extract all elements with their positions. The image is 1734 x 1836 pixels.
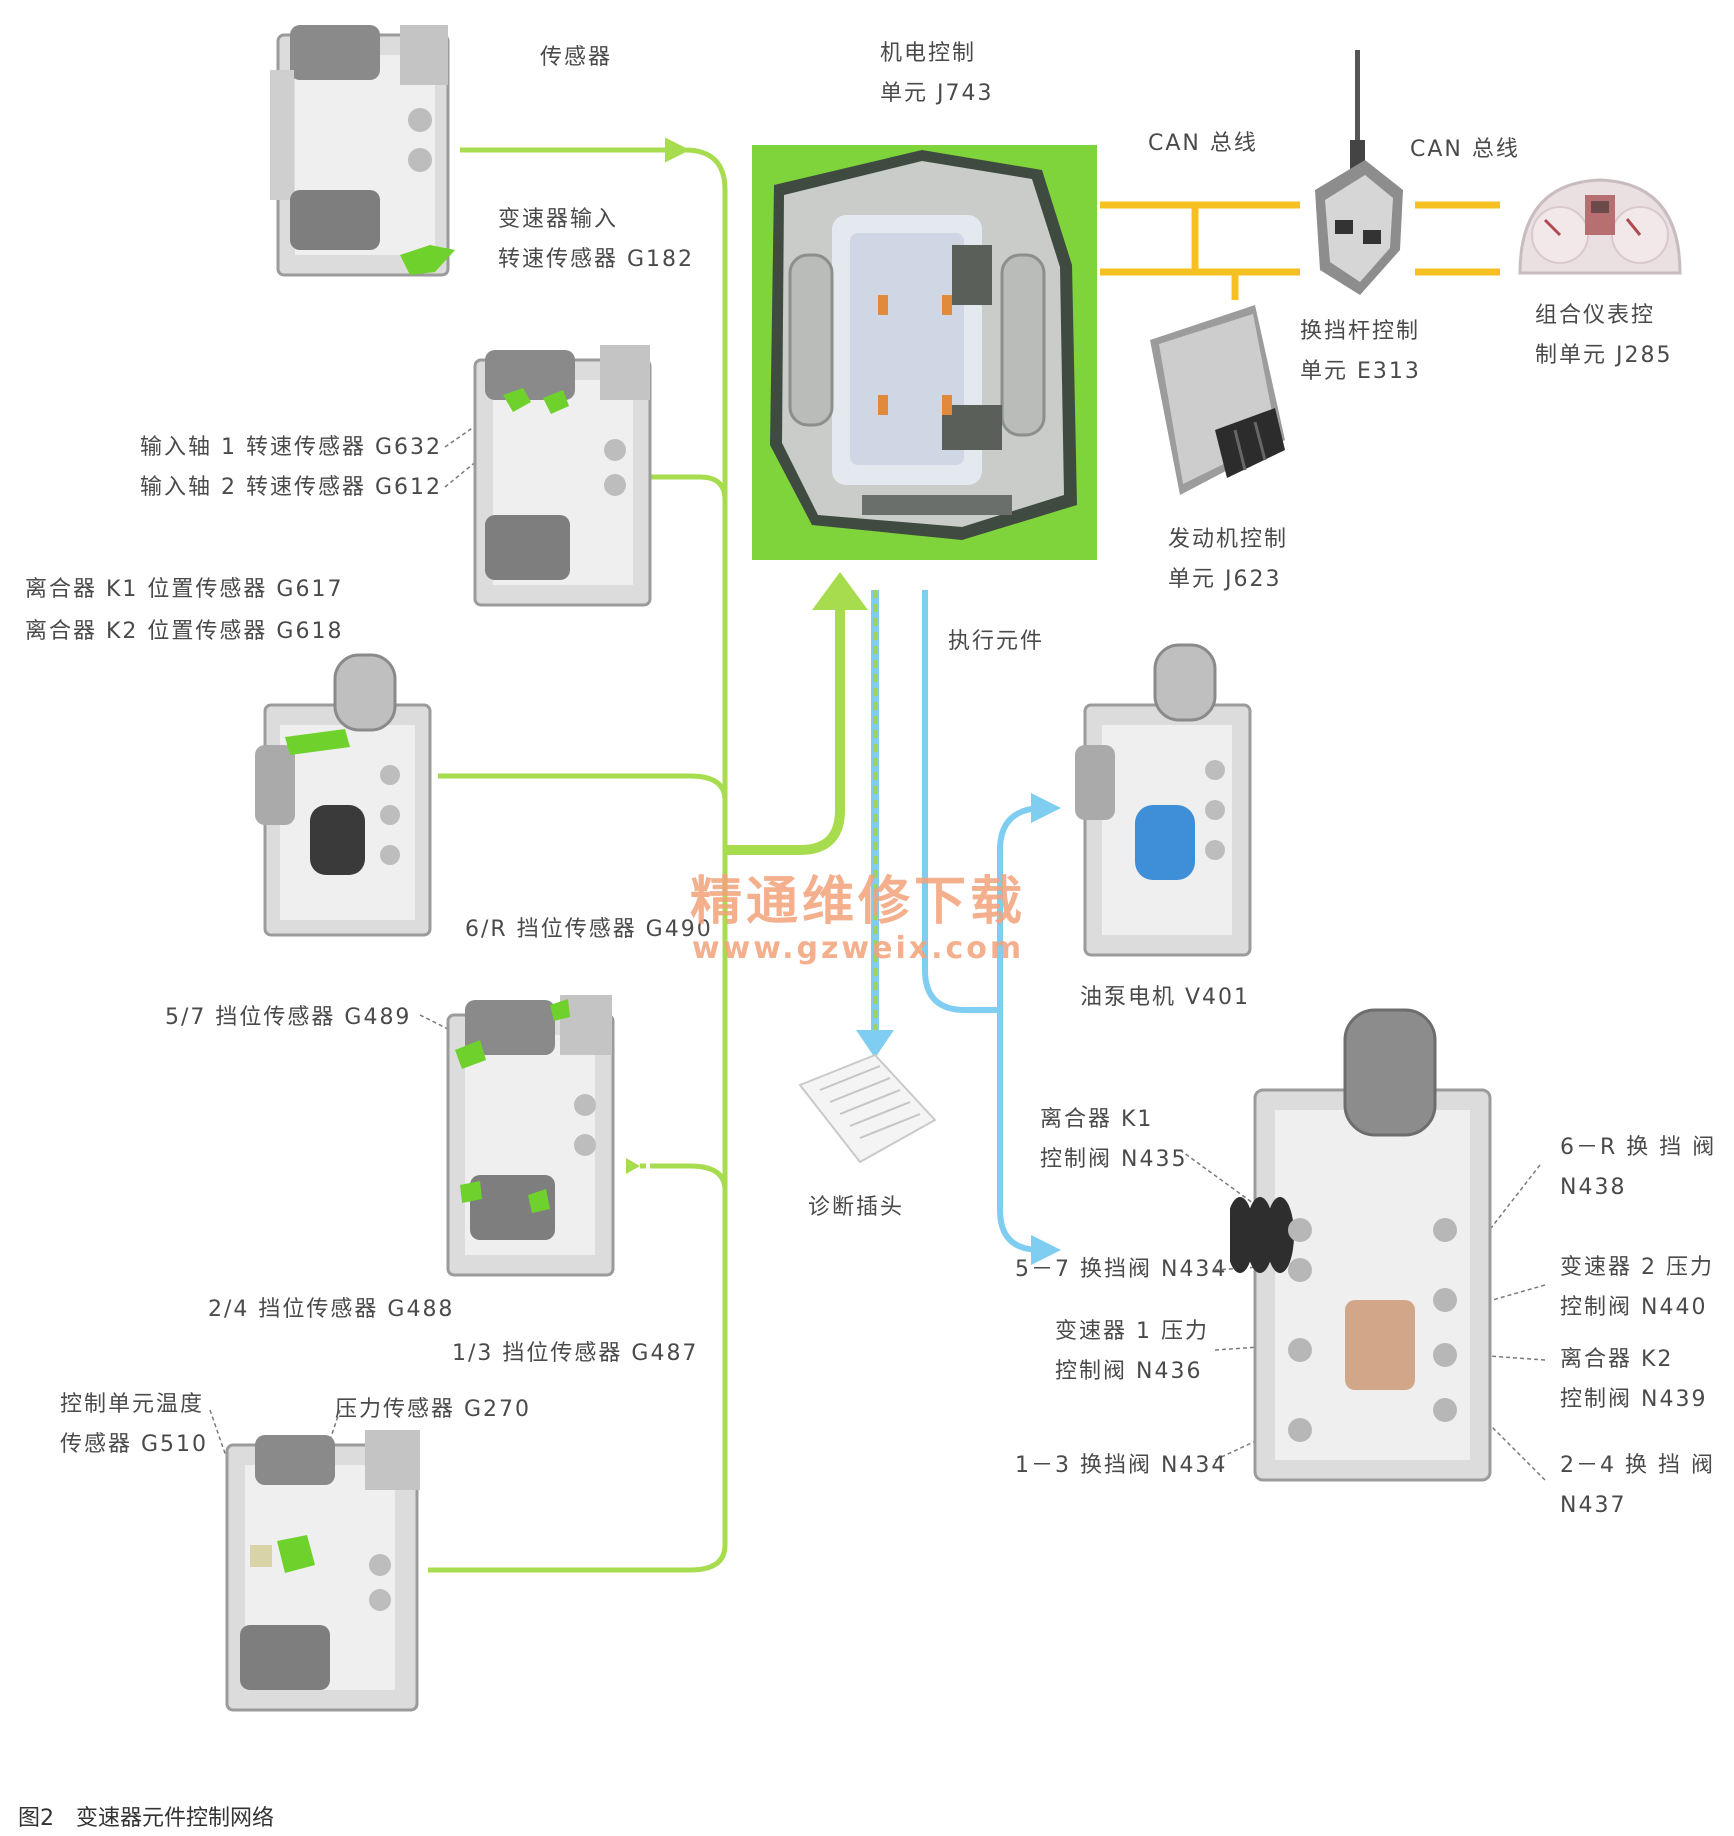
- figure-title: 变速器元件控制网络: [76, 1806, 275, 1831]
- label-g510: 控制单元温度 传感器 G510: [60, 1392, 209, 1457]
- label-n437: 2－4 换 挡 阀 N437: [1560, 1453, 1715, 1518]
- valve-body-actuators-image: [1230, 1008, 1492, 1482]
- label-g182: 变速器输入 转速传感器 G182: [498, 207, 695, 272]
- label-n440: 变速器 2 压力 控制阀 N440: [1560, 1255, 1714, 1320]
- sensor-unit-g510-g270-image: [225, 1430, 420, 1712]
- label-g270: 压力传感器 G270: [335, 1397, 532, 1422]
- label-n438: 6－R 换 挡 阀 N438: [1560, 1135, 1717, 1200]
- watermark: 精通维修下载 www.gzweix.com: [690, 872, 1027, 966]
- sensor-unit-g632-g612-image: [473, 345, 652, 607]
- label-g618: 离合器 K2 位置传感器 G618: [25, 619, 344, 644]
- diagnostic-line: [856, 590, 894, 1058]
- label-n436: 变速器 1 压力 控制阀 N436: [1055, 1319, 1209, 1384]
- can-bus: [1100, 201, 1500, 300]
- label-j285: 组合仪表控 制单元 J285: [1535, 303, 1673, 368]
- label-n434-a: 5－7 换挡阀 N434: [1015, 1257, 1228, 1282]
- sensor-bus: [428, 137, 868, 1573]
- sensor-unit-g490-g487-image: [446, 995, 615, 1277]
- sensor-unit-g182-image: [270, 25, 455, 277]
- actuator-unit-v401-image: [1075, 643, 1252, 957]
- sensor-to-unit: [725, 600, 845, 855]
- label-sensors-group: 传感器: [540, 45, 613, 70]
- sensor-trunk: [684, 147, 728, 1545]
- label-n434-b: 1－3 换挡阀 N434: [1015, 1453, 1228, 1478]
- mechatronic-unit-j743-image: [752, 145, 1097, 560]
- label-g488: 2/4 挡位传感器 G488: [208, 1297, 455, 1322]
- label-n439: 离合器 K2 控制阀 N439: [1560, 1347, 1708, 1412]
- label-g490: 6/R 挡位传感器 G490: [465, 917, 713, 942]
- label-actuators-group: 执行元件: [948, 629, 1045, 654]
- actuator-bus: [922, 590, 1061, 1265]
- diagnostic-connector-image: [798, 1053, 937, 1164]
- sensor-arrow-head: [812, 572, 868, 610]
- label-diagnostic-connector: 诊断插头: [808, 1195, 905, 1220]
- label-can-right: CAN 总线: [1410, 137, 1520, 162]
- label-j623: 发动机控制 单元 J623: [1168, 527, 1289, 592]
- wire-g490: [650, 1163, 728, 1191]
- instrument-cluster-j285-image: [1518, 178, 1682, 275]
- figure-number: 图2: [18, 1806, 54, 1831]
- label-can-left: CAN 总线: [1148, 131, 1258, 156]
- label-mechatronic-j743: 机电控制 单元 J743: [880, 41, 994, 106]
- label-v401: 油泵电机 V401: [1080, 985, 1251, 1010]
- label-g617: 离合器 K1 位置传感器 G617: [25, 577, 344, 602]
- label-g487: 1/3 挡位传感器 G487: [452, 1341, 699, 1366]
- label-g612: 输入轴 2 转速传感器 G612: [140, 475, 443, 500]
- label-e313: 换挡杆控制 单元 E313: [1300, 319, 1421, 384]
- wire-g510: [428, 1544, 728, 1573]
- sensor-unit-g617-g618-image: [255, 653, 432, 937]
- label-n435: 离合器 K1 控制阀 N435: [1040, 1107, 1188, 1172]
- gear-selector-e313-image: [1315, 50, 1403, 295]
- figure-caption: 图2 变速器元件控制网络: [18, 1800, 296, 1832]
- label-g489: 5/7 挡位传感器 G489: [165, 1005, 412, 1030]
- wire-g617: [438, 773, 728, 801]
- engine-control-unit-j623-image: [1150, 305, 1285, 495]
- label-g632: 输入轴 1 转速传感器 G632: [140, 435, 443, 460]
